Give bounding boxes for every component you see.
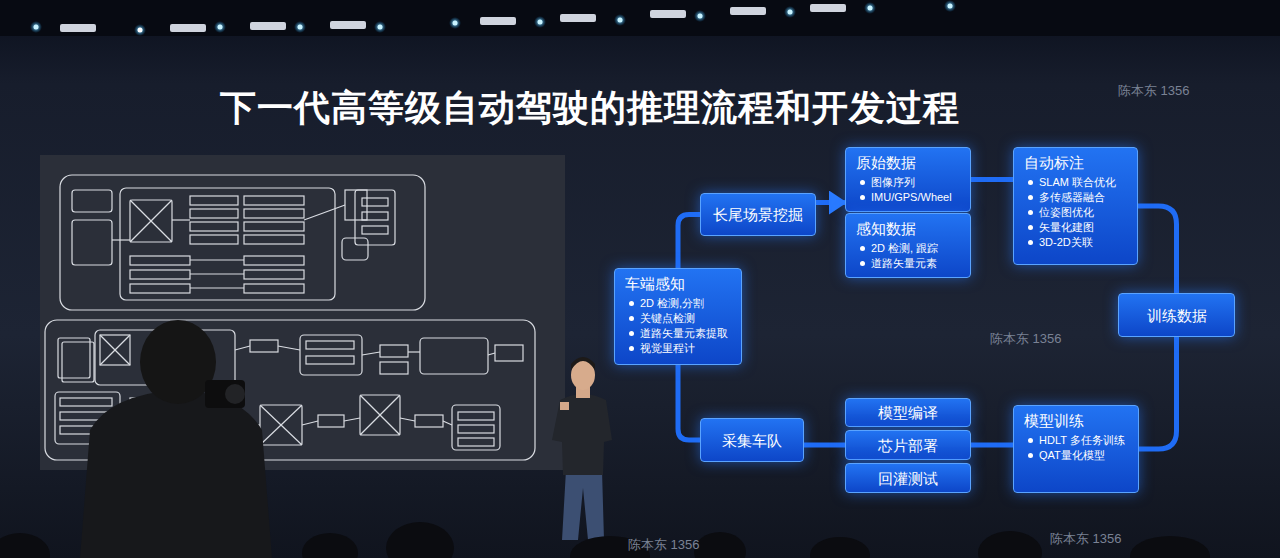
box-label: 回灌测试: [878, 469, 938, 488]
bullet-item: 3D-2D关联: [1024, 235, 1129, 250]
bullet-dot: [1028, 240, 1033, 245]
box-heading: 模型训练: [1024, 411, 1130, 431]
bullet-dot: [629, 346, 634, 351]
bullet-item: QAT量化模型: [1024, 448, 1130, 463]
bullet-dot: [1028, 195, 1033, 200]
process-box: 长尾场景挖掘: [700, 193, 816, 236]
stage-lights: [30, 0, 956, 36]
bullet-text: 位姿图优化: [1039, 205, 1094, 220]
bullet-item: IMU/GPS/Wheel: [856, 190, 962, 205]
bullet-dot: [629, 331, 634, 336]
presenter-figure: [552, 357, 612, 540]
bullet-dot: [860, 246, 865, 251]
bullet-dot: [1028, 180, 1033, 185]
bullet-item: HDLT 多任务训练: [1024, 433, 1130, 448]
flow-connector: [678, 215, 700, 269]
bullet-dot: [1028, 438, 1033, 443]
watermark: 陈本东 1356: [1118, 82, 1190, 100]
bullet-dot: [629, 301, 634, 306]
bullet-text: QAT量化模型: [1039, 448, 1105, 463]
bullet-item: 关键点检测: [625, 311, 733, 326]
flow-connector: [816, 200, 845, 205]
process-box: 模型编译: [845, 398, 971, 427]
watermark: 陈本东 1356: [1050, 530, 1122, 548]
process-box: 感知数据 2D 检测, 跟踪道路矢量元素: [845, 213, 971, 278]
bullet-text: 2D 检测,分割: [640, 296, 704, 311]
box-label: 芯片部署: [878, 436, 938, 455]
bullet-text: 道路矢量元素: [871, 256, 937, 271]
bullet-item: 2D 检测, 跟踪: [856, 241, 962, 256]
bullet-item: 矢量化建图: [1024, 220, 1129, 235]
process-box: 自动标注 SLAM 联合优化多传感器融合位姿图优化矢量化建图3D-2D关联: [1013, 147, 1138, 265]
box-heading: 车端感知: [625, 274, 733, 294]
slide-title: 下一代高等级自动驾驶的推理流程和开发过程: [190, 84, 990, 133]
bullet-text: HDLT 多任务训练: [1039, 433, 1125, 448]
flow-connector: [971, 177, 1013, 182]
bullet-text: 图像序列: [871, 175, 915, 190]
box-label: 采集车队: [722, 431, 782, 450]
bullet-item: 2D 检测,分割: [625, 296, 733, 311]
box-label: 训练数据: [1147, 306, 1207, 325]
box-heading: 原始数据: [856, 153, 962, 173]
bullet-text: 关键点检测: [640, 311, 695, 326]
bullet-dot: [629, 316, 634, 321]
bullet-text: 2D 检测, 跟踪: [871, 241, 938, 256]
bullet-text: IMU/GPS/Wheel: [871, 190, 952, 205]
process-box: 模型训练 HDLT 多任务训练QAT量化模型: [1013, 405, 1139, 493]
flow-connector: [971, 443, 1013, 448]
bullet-item: 图像序列: [856, 175, 962, 190]
bullet-text: 矢量化建图: [1039, 220, 1094, 235]
watermark: 陈本东 1356: [628, 536, 700, 554]
box-heading: 感知数据: [856, 219, 962, 239]
watermark: 陈本东 1356: [990, 330, 1062, 348]
process-box: 车端感知 2D 检测,分割关键点检测道路矢量元素提取视觉里程计: [614, 268, 742, 365]
bullet-dot: [860, 261, 865, 266]
bullet-text: 道路矢量元素提取: [640, 326, 728, 341]
bullet-dot: [1028, 210, 1033, 215]
audience-heads: [0, 522, 1210, 558]
flow-connector: [1138, 206, 1177, 293]
flow-connector: [1139, 337, 1177, 449]
bullet-text: SLAM 联合优化: [1039, 175, 1116, 190]
box-label: 模型编译: [878, 403, 938, 422]
process-box: 采集车队: [700, 418, 804, 462]
process-box: 原始数据图像序列IMU/GPS/Wheel: [845, 147, 971, 212]
bullet-item: 多传感器融合: [1024, 190, 1129, 205]
bullet-item: 视觉里程计: [625, 341, 733, 356]
box-heading: 自动标注: [1024, 153, 1129, 173]
bullet-dot: [1028, 453, 1033, 458]
stage-truss: [0, 0, 1280, 36]
flow-connector: [804, 443, 845, 448]
bullet-text: 视觉里程计: [640, 341, 695, 356]
bullet-dot: [860, 195, 865, 200]
bullet-text: 3D-2D关联: [1039, 235, 1093, 250]
photographer-figure: [80, 320, 272, 558]
flow-connector: [678, 365, 700, 440]
bullet-dot: [1028, 225, 1033, 230]
bullet-dot: [860, 180, 865, 185]
bullet-text: 多传感器融合: [1039, 190, 1105, 205]
bullet-item: 道路矢量元素: [856, 256, 962, 271]
process-box: 训练数据: [1118, 293, 1235, 337]
bullet-item: SLAM 联合优化: [1024, 175, 1129, 190]
process-box: 芯片部署: [845, 430, 971, 460]
box-label: 长尾场景挖掘: [713, 205, 803, 224]
bullet-item: 道路矢量元素提取: [625, 326, 733, 341]
bullet-item: 位姿图优化: [1024, 205, 1129, 220]
process-box: 回灌测试: [845, 463, 971, 493]
